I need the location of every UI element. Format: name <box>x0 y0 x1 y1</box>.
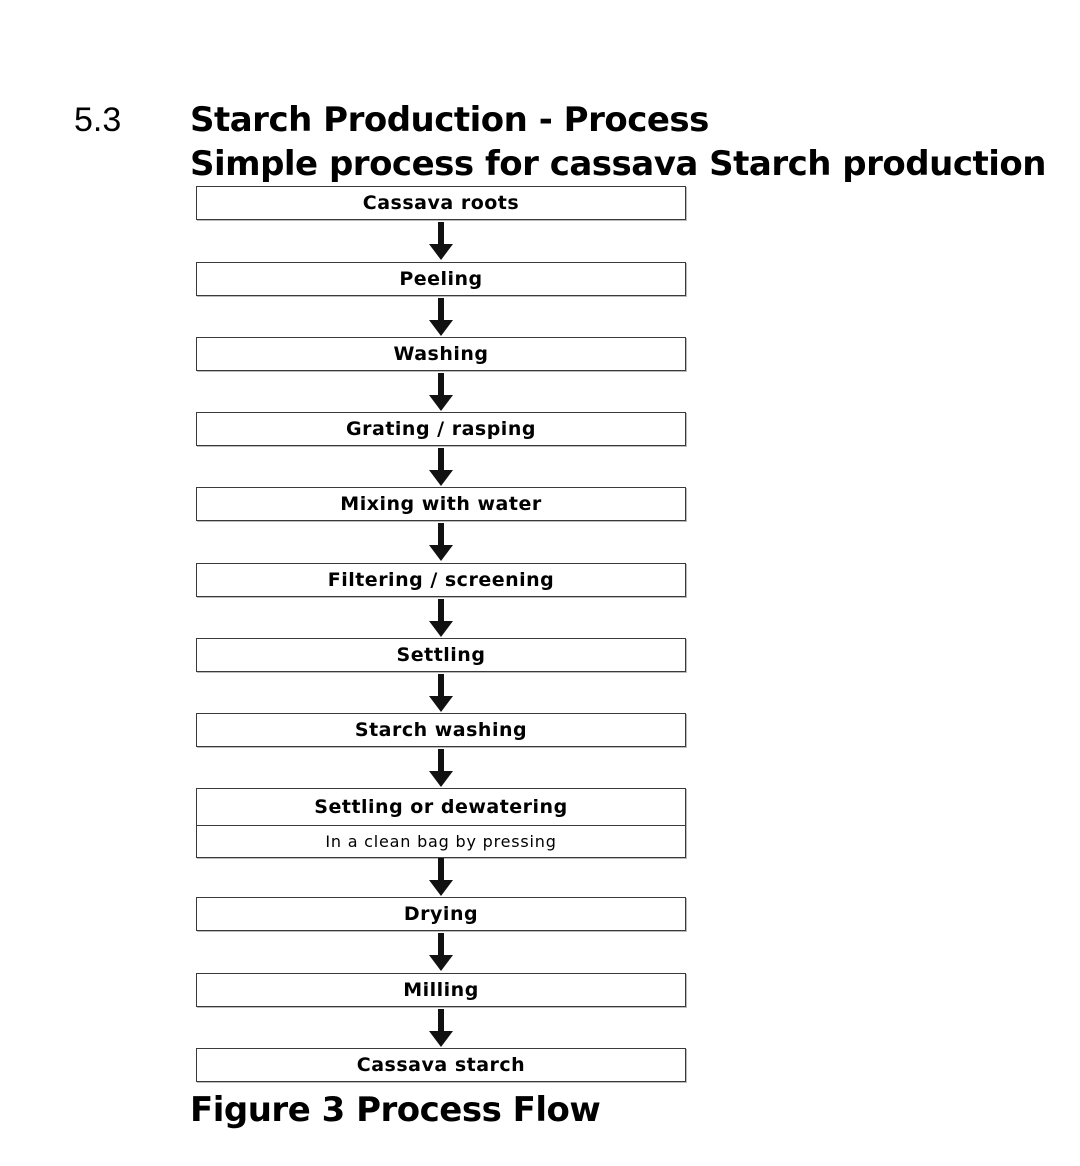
figure-caption: Figure 3 Process Flow <box>190 1090 601 1130</box>
down-arrow-icon <box>429 373 453 411</box>
flow-step-settling: Settling <box>196 638 686 672</box>
flow-step-mixing-with-water: Mixing with water <box>196 487 686 521</box>
down-arrow-icon <box>429 298 453 336</box>
down-arrow-icon <box>429 1009 453 1047</box>
down-arrow-icon <box>429 599 453 637</box>
flow-step-cassava-starch: Cassava starch <box>196 1048 686 1082</box>
down-arrow-icon <box>429 222 453 260</box>
down-arrow-icon <box>429 933 453 971</box>
flow-step-label: Grating / rasping <box>346 418 536 440</box>
section-title: Starch Production - Process <box>190 100 709 140</box>
down-arrow-icon <box>429 523 453 561</box>
flow-step-washing: Washing <box>196 337 686 371</box>
flow-step-drying: Drying <box>196 897 686 931</box>
flow-step-settling-or-dewatering: Settling or dewatering In a clean bag by… <box>196 788 686 858</box>
down-arrow-icon <box>429 749 453 787</box>
down-arrow-icon <box>429 674 453 712</box>
section-subtitle: Simple process for cassava Starch produc… <box>190 144 1046 184</box>
down-arrow-icon <box>429 448 453 486</box>
flow-step-peeling: Peeling <box>196 262 686 296</box>
flow-step-label: Starch washing <box>354 719 528 741</box>
flow-step-sublabel: In a clean bag by pressing <box>325 832 557 851</box>
flow-step-label: Mixing with water <box>340 493 542 515</box>
flow-step-label: Washing <box>393 343 489 365</box>
flow-step-label: Milling <box>403 979 479 1001</box>
flow-step-cassava-roots: Cassava roots <box>196 186 686 220</box>
flow-step-starch-washing: Starch washing <box>196 713 686 747</box>
flow-step-milling: Milling <box>196 973 686 1007</box>
flow-step-label: Peeling <box>399 268 483 290</box>
section-number: 5.3 <box>74 101 122 139</box>
flow-step-label: Cassava roots <box>362 192 520 214</box>
flow-step-label: Drying <box>403 903 479 925</box>
flow-step-filtering-screening: Filtering / screening <box>196 563 686 597</box>
flow-step-label: Settling or dewatering <box>197 789 685 826</box>
flow-step-label: Cassava starch <box>356 1054 526 1076</box>
down-arrow-icon <box>429 858 453 896</box>
flow-step-label: Settling <box>396 644 486 666</box>
flow-step-grating-rasping: Grating / rasping <box>196 412 686 446</box>
flow-step-label: Filtering / screening <box>327 569 555 591</box>
